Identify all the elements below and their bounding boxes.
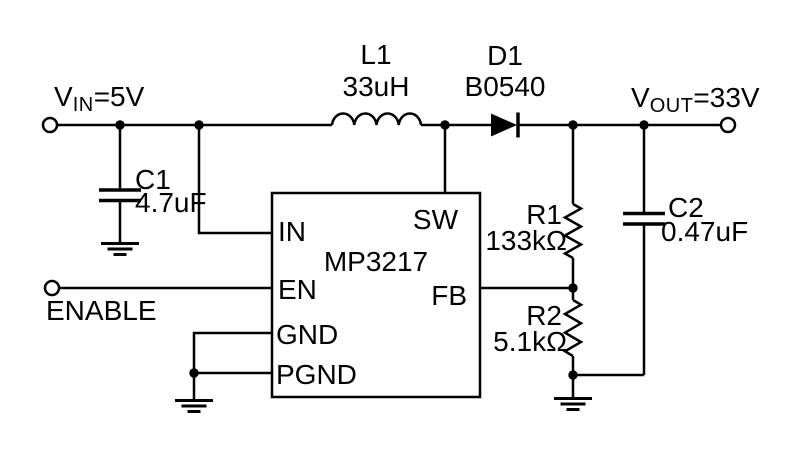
ic-pin-sw-label: SW [412,204,458,235]
r2-value-label: 5.1kΩ [493,326,567,357]
ground-symbol-pgnd [175,399,213,413]
diode-anode-triangle [491,113,517,137]
resistor-r1-symbol [562,202,584,260]
enable-net-label: ENABLE [46,295,157,326]
capacitor-c1-symbol [99,188,141,203]
vout-base: V [631,82,650,113]
vout-net-label: VOUT=33V [631,83,760,117]
vout-subscript: OUT [649,95,694,117]
l1-value-label: 33uH [342,71,410,102]
r2-ref-label: R2 [526,300,562,331]
vin-base: V [54,81,73,112]
ic-body [270,191,482,399]
enable-terminal [43,279,61,297]
ic-pin-fb-label: FB [431,280,467,311]
resistor-r2-symbol [562,298,584,358]
r1-ref-label: R1 [526,199,562,230]
diode-d1-symbol [491,112,520,138]
ic-pin-pgnd-label: PGND [276,359,357,390]
d1-value-label: B0540 [464,71,546,102]
vin-subscript: IN [72,94,94,116]
c1-ref-label: C1 [135,164,171,195]
l1-ref-label: L1 [360,39,392,70]
junction-dot [440,120,450,130]
junction-dot [115,120,125,130]
vin-terminal [41,116,59,134]
vin-net-label: VIN=5V [54,82,144,116]
vin-value: =5V [93,81,145,112]
junction-dot [568,120,578,130]
junction-dot [568,283,578,293]
ic-pin-en-label: EN [278,274,317,305]
junction-dot [189,368,199,378]
vout-terminal [719,116,737,134]
c1-value-label: 4.7uF [135,187,207,218]
c2-value-label: 0.47uF [661,216,749,247]
d1-ref-label: D1 [487,40,523,71]
junction-dot [568,370,578,380]
ic-part-label: MP3217 [323,246,429,277]
ic-pin-gnd-label: GND [276,319,339,350]
capacitor-c2-symbol [623,211,665,226]
junction-dot [194,120,204,130]
c2-ref-label: C2 [668,192,704,223]
r1-value-label: 133kΩ [485,225,567,256]
ic-pin-in-label: IN [278,216,306,247]
vout-value: =33V [693,82,760,113]
ground-symbol-c1 [101,242,139,256]
ground-symbol-r2 [554,397,592,411]
junction-dot [639,120,649,130]
inductor-l1-symbol [330,112,423,126]
